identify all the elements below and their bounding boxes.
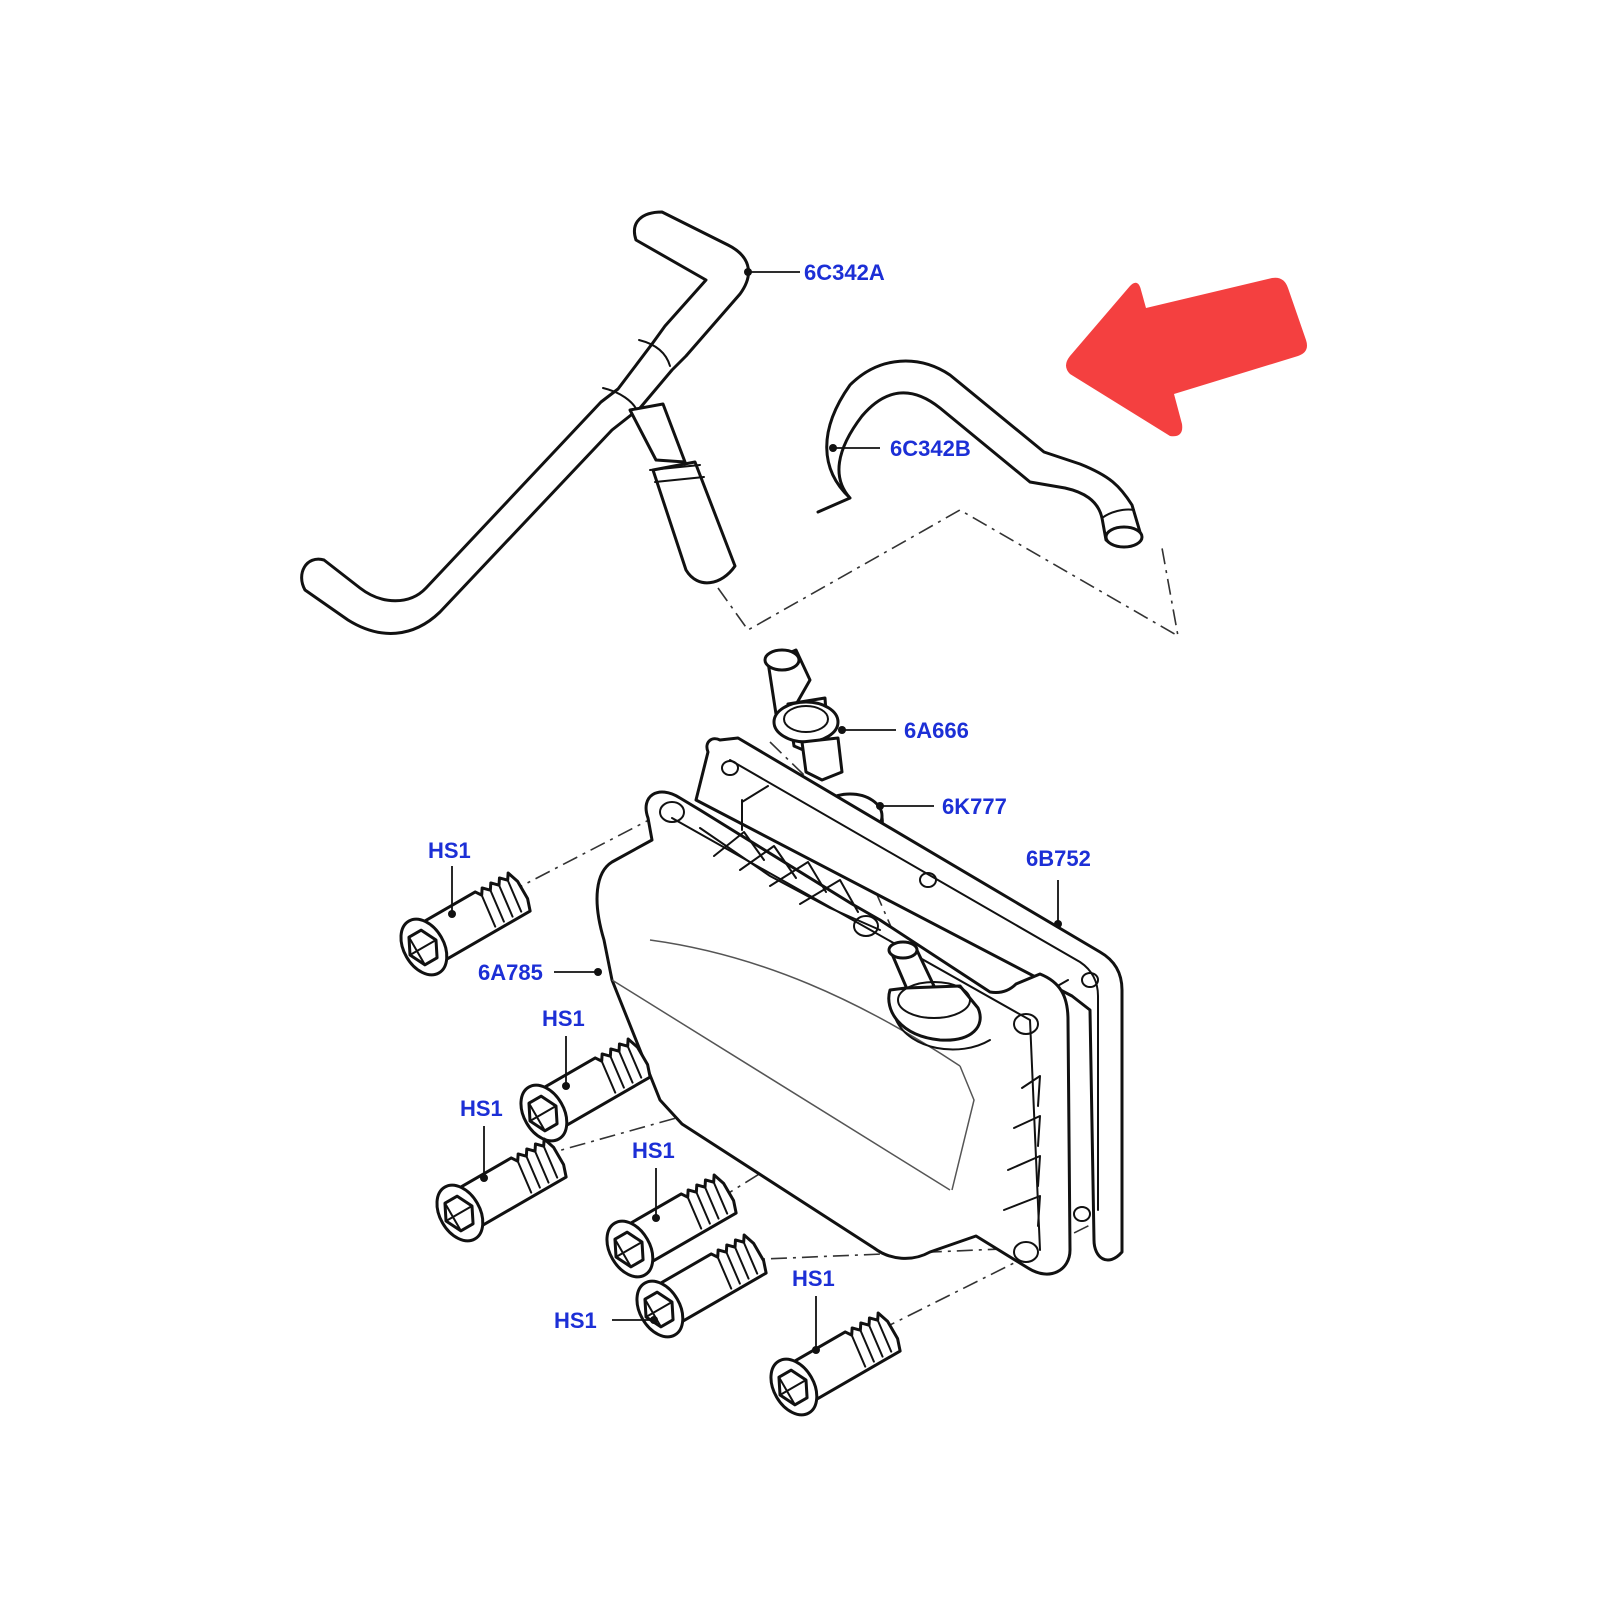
flange-bolt-icon[interactable]: [426, 1128, 576, 1251]
label-hs1: HS1: [792, 1266, 835, 1291]
label-6k777: 6K777: [942, 794, 1007, 819]
label-6c342b: 6C342B: [890, 436, 971, 461]
label-6a666: 6A666: [904, 718, 969, 743]
label-6c342a: 6C342A: [804, 260, 885, 285]
flange-bolt-icon[interactable]: [760, 1302, 910, 1425]
label-hs1: HS1: [460, 1096, 503, 1121]
gasket-6b752[interactable]: [694, 736, 1124, 1262]
flange-bolt-icon[interactable]: [510, 1028, 660, 1151]
label-hs1: HS1: [542, 1006, 585, 1031]
valve-6a666[interactable]: [763, 648, 844, 782]
label-6b752: 6B752: [1026, 846, 1091, 871]
hose-6c342b[interactable]: [816, 359, 1144, 549]
label-hs1: HS1: [428, 838, 471, 863]
red-arrow-icon: [1066, 277, 1307, 437]
label-hs1: HS1: [554, 1308, 597, 1333]
leader-lines: [448, 268, 1062, 1354]
cover-6a785[interactable]: [595, 790, 1072, 1276]
label-6a785: 6A785: [478, 960, 543, 985]
hose-6c342a[interactable]: [300, 210, 750, 635]
part-labels: 6C342A 6C342B 6A666 6K777 6B752 6A785 HS…: [428, 260, 1091, 1333]
label-hs1: HS1: [632, 1138, 675, 1163]
